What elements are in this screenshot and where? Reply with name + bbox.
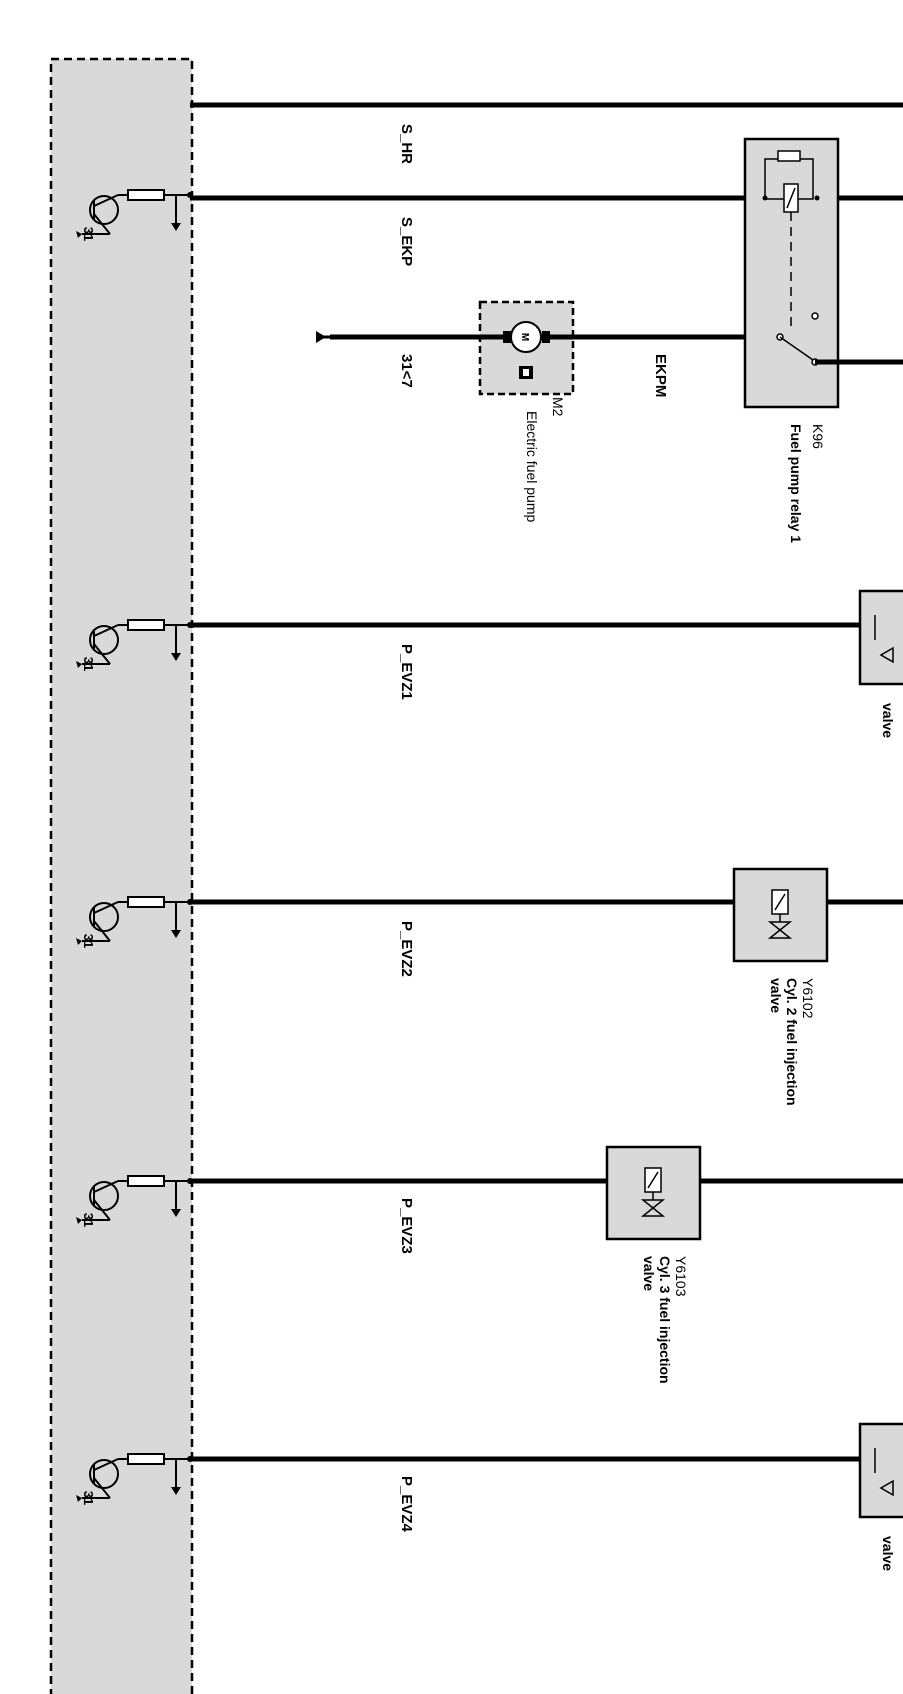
signal-label-p-evz4: P_EVZ4: [398, 1476, 415, 1533]
k96-id-label: K96: [810, 424, 826, 449]
signal-label-p-evz1: P_EVZ1: [398, 644, 415, 700]
m2-desc-label: Electric fuel pump: [524, 411, 540, 522]
ground-pin-label-3: 31: [81, 934, 96, 948]
y6102-desc-line1: Cyl. 2 fuel injection: [784, 978, 800, 1106]
relay-k96: [743, 137, 903, 409]
y6101-desc-label: valve: [880, 703, 896, 738]
driver-output-5: [76, 1453, 193, 1502]
motor-letter: M: [519, 333, 530, 341]
control-module-box: [49, 57, 194, 1694]
y6103-desc-line1: Cyl. 3 fuel injection: [657, 1256, 673, 1384]
driver-output-2: [76, 619, 193, 668]
signal-label-pump-ground: 31<7: [398, 354, 415, 388]
y6102-desc-line2: valve: [768, 978, 784, 1013]
ground-pin-label-2: 31: [81, 657, 96, 671]
y6104-desc-label: valve: [880, 1536, 896, 1571]
ground-pin-label-5: 31: [81, 1491, 96, 1505]
ground-pin-label-4: 31: [81, 1213, 96, 1227]
injection-valve-y6101: [858, 589, 903, 686]
y6102-id-label: Y6102: [800, 978, 816, 1019]
driver-output-1: [76, 189, 193, 238]
injection-valve-y6103: [605, 1145, 702, 1241]
m2-id-label: M2: [550, 397, 566, 417]
y6103-desc-line2: valve: [641, 1256, 657, 1291]
ground-pin-label-1: 31: [81, 227, 96, 241]
signal-label-s-hr: S_HR: [398, 124, 415, 164]
fuel-pump-m2: M: [478, 300, 575, 396]
driver-output-4: [76, 1175, 193, 1224]
signal-label-p-evz3: P_EVZ3: [398, 1198, 415, 1254]
signal-label-p-evz2: P_EVZ2: [398, 921, 415, 977]
y6103-id-label: Y6103: [673, 1256, 689, 1297]
motor-icon: [510, 321, 542, 353]
driver-output-3: [76, 896, 193, 945]
injection-valve-y6104: [858, 1422, 903, 1519]
k96-desc-label: Fuel pump relay 1: [788, 424, 804, 543]
injection-valve-y6102: [732, 867, 829, 963]
signal-label-s-ekp: S_EKP: [398, 217, 415, 266]
signal-label-ekpm: EKPM: [652, 354, 669, 397]
